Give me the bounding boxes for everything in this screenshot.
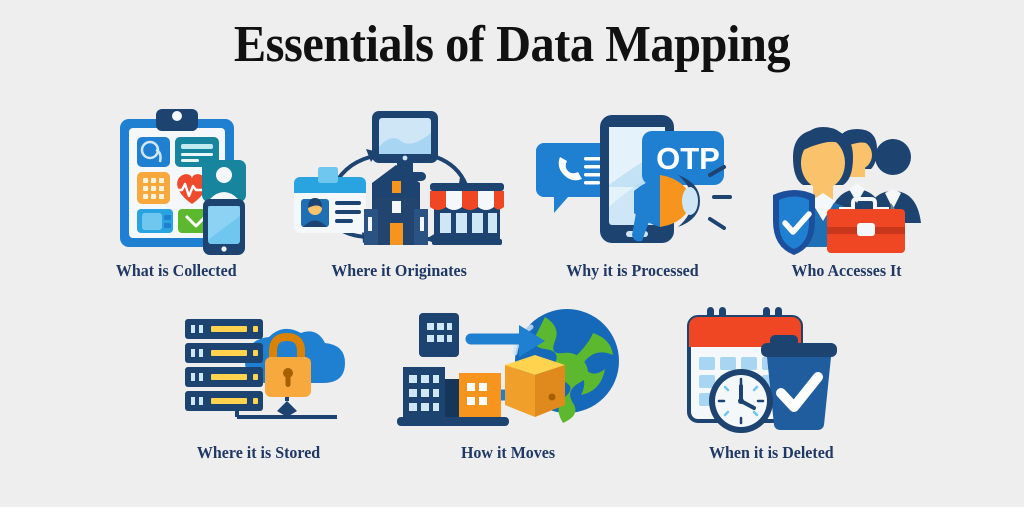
step-where-it-originates[interactable]: Where it Originates — [276, 105, 516, 281]
bottom-white-strip — [0, 507, 1024, 512]
users-access-icon — [765, 105, 927, 255]
otp-bubble-text: OTP — [656, 141, 720, 176]
page-title: Essentials of Data Mapping — [233, 16, 791, 73]
step-label: What is Collected — [115, 261, 237, 280]
otp-notification-icon: OTP — [532, 105, 732, 255]
clipboard-data-icon — [98, 105, 258, 255]
step-what-is-collected[interactable]: What is Collected — [80, 105, 276, 281]
step-label: Where it Originates — [331, 261, 467, 280]
server-cloud-lock-icon — [175, 305, 350, 437]
step-label: How it Moves — [460, 443, 556, 462]
step-label: Who Accesses It — [791, 261, 903, 280]
step-where-it-is-stored[interactable]: Where it is Stored — [137, 305, 387, 463]
step-label: Where it is Stored — [197, 443, 321, 462]
step-who-accesses-it[interactable]: Who Accesses It — [748, 105, 944, 281]
steps-row-bottom: Where it is Stored — [0, 305, 1024, 463]
data-transfer-icon — [397, 305, 627, 437]
calendar-clock-trash-icon — [675, 305, 850, 437]
step-how-it-moves[interactable]: How it Moves — [387, 305, 637, 463]
steps-row-top: What is Collected — [0, 105, 1024, 281]
step-label: When it is Deleted — [708, 443, 834, 462]
origination-sources-icon — [288, 105, 504, 255]
step-label: Why it is Processed — [565, 261, 699, 280]
step-when-it-is-deleted[interactable]: When it is Deleted — [637, 305, 887, 463]
step-why-it-is-processed[interactable]: OTP Why it is Processed — [516, 105, 748, 281]
